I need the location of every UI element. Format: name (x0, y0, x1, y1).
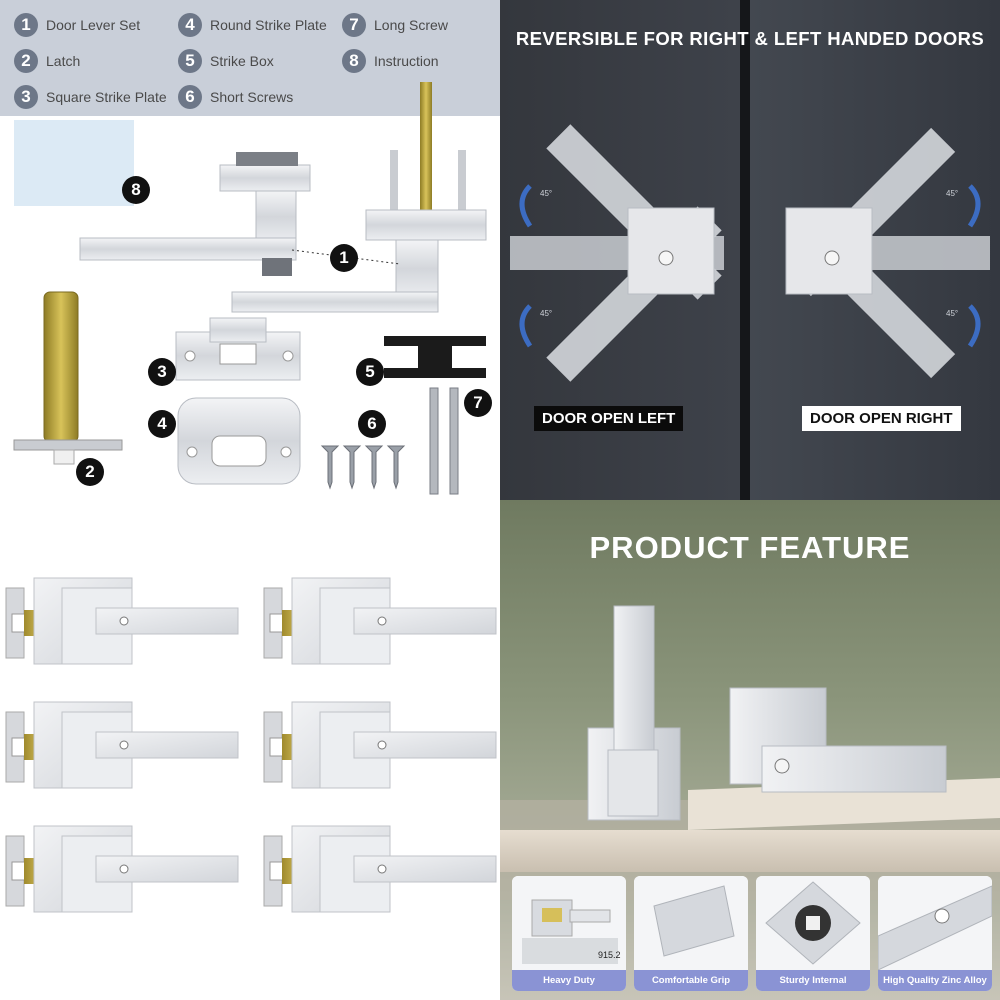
legend-label: Long Screw (374, 17, 448, 33)
reversible-panel: 45° 45° 45° 45° REVERSIBLE FOR RIGHT & L… (500, 0, 1000, 500)
round-strike-plate (177, 397, 301, 485)
legend-number: 4 (178, 13, 202, 37)
lever-set (263, 577, 497, 665)
reversible-title: REVERSIBLE FOR RIGHT & LEFT HANDED DOORS (515, 28, 985, 49)
lever-set (5, 701, 239, 789)
product-feature-panel: PRODUCT FEATURE 915.2 Heavy Duty Comfort… (500, 500, 1000, 1000)
feature-card-sturdy-internal: Sturdy Internal (756, 876, 870, 991)
sturdy-internal-image (756, 876, 870, 970)
lever-set (263, 701, 497, 789)
angle-label: 45° (946, 189, 958, 198)
badge-square-strike: 3 (148, 358, 176, 386)
right-door-handle (785, 127, 990, 379)
zinc-alloy-image (878, 876, 992, 970)
feature-card-heavy-duty: 915.2 Heavy Duty (512, 876, 626, 991)
parts-legend: 1 Door Lever Set 2 Latch 3 Square Strike… (0, 0, 500, 116)
legend-item: 4 Round Strike Plate (178, 11, 327, 39)
door-open-right-label: DOOR OPEN RIGHT (802, 406, 961, 431)
legend-item: 2 Latch (14, 47, 80, 75)
door-lever-right (231, 82, 487, 313)
feature-caption: High Quality Zinc Alloy (878, 970, 992, 991)
parts-panel: 1 Door Lever Set 2 Latch 3 Square Strike… (0, 0, 500, 500)
legend-label: Strike Box (210, 53, 274, 69)
badge-long-screw: 7 (464, 389, 492, 417)
legend-label: Latch (46, 53, 81, 69)
legend-label: Short Screws (210, 89, 294, 105)
door-open-left-label: DOOR OPEN LEFT (534, 406, 684, 431)
square-strike-plate (175, 317, 301, 381)
latch (13, 291, 123, 465)
badge-latch: 2 (76, 458, 104, 486)
feature-title: PRODUCT FEATURE (589, 530, 911, 565)
legend-item: 6 Short Screws (178, 83, 293, 111)
instruction-sheet (14, 120, 134, 206)
badge-strike-box: 5 (356, 358, 384, 386)
door-lever-left (79, 152, 311, 276)
thumb-turn-icon (774, 758, 790, 774)
angle-label: 45° (540, 189, 552, 198)
rotate-arrow-icon (519, 184, 981, 348)
lever-set-grid (5, 577, 497, 913)
left-door-handle (510, 124, 724, 382)
lever-set (263, 825, 497, 913)
door-illustration: 45° 45° 45° 45° (500, 0, 1000, 500)
legend-item: 3 Square Strike Plate (14, 83, 167, 111)
short-screws (320, 445, 406, 490)
badge-lever: 1 (330, 244, 358, 272)
callout-line (291, 249, 401, 265)
legend-number: 3 (14, 85, 38, 109)
feature-caption: Comfortable Grip (634, 970, 748, 991)
legend-number: 6 (178, 85, 202, 109)
legend-label: Round Strike Plate (210, 17, 327, 33)
comfortable-grip-image (634, 876, 748, 970)
legend-label: Door Lever Set (46, 17, 141, 33)
legend-item: 1 Door Lever Set (14, 11, 140, 39)
legend-item: 8 Instruction (342, 47, 439, 75)
lever-set (5, 825, 239, 913)
strike-box (384, 336, 486, 378)
lever-set (5, 577, 239, 665)
badge-round-strike: 4 (148, 410, 176, 438)
product-grid (0, 500, 500, 1000)
legend-item: 5 Strike Box (178, 47, 274, 75)
upright-lever (587, 605, 681, 821)
parts-illustration (13, 82, 487, 495)
feature-card-zinc-alloy: High Quality Zinc Alloy (878, 876, 992, 991)
angle-label: 45° (946, 309, 958, 318)
legend-label: Square Strike Plate (46, 89, 167, 105)
scale-readout: 915.2 (598, 950, 621, 960)
angle-label: 45° (540, 309, 552, 318)
badge-instruction: 8 (122, 176, 150, 204)
feature-card-comfortable-grip: Comfortable Grip (634, 876, 748, 991)
feature-caption: Sturdy Internal (756, 970, 870, 991)
feature-caption: Heavy Duty (512, 970, 626, 991)
legend-number: 8 (342, 49, 366, 73)
lying-lever (729, 687, 947, 793)
long-screws (429, 387, 459, 495)
heavy-duty-image: 915.2 (512, 876, 626, 970)
legend-item: 7 Long Screw (342, 11, 448, 39)
legend-number: 2 (14, 49, 38, 73)
legend-number: 1 (14, 13, 38, 37)
badge-short-screws: 6 (358, 410, 386, 438)
legend-number: 5 (178, 49, 202, 73)
legend-number: 7 (342, 13, 366, 37)
legend-label: Instruction (374, 53, 439, 69)
